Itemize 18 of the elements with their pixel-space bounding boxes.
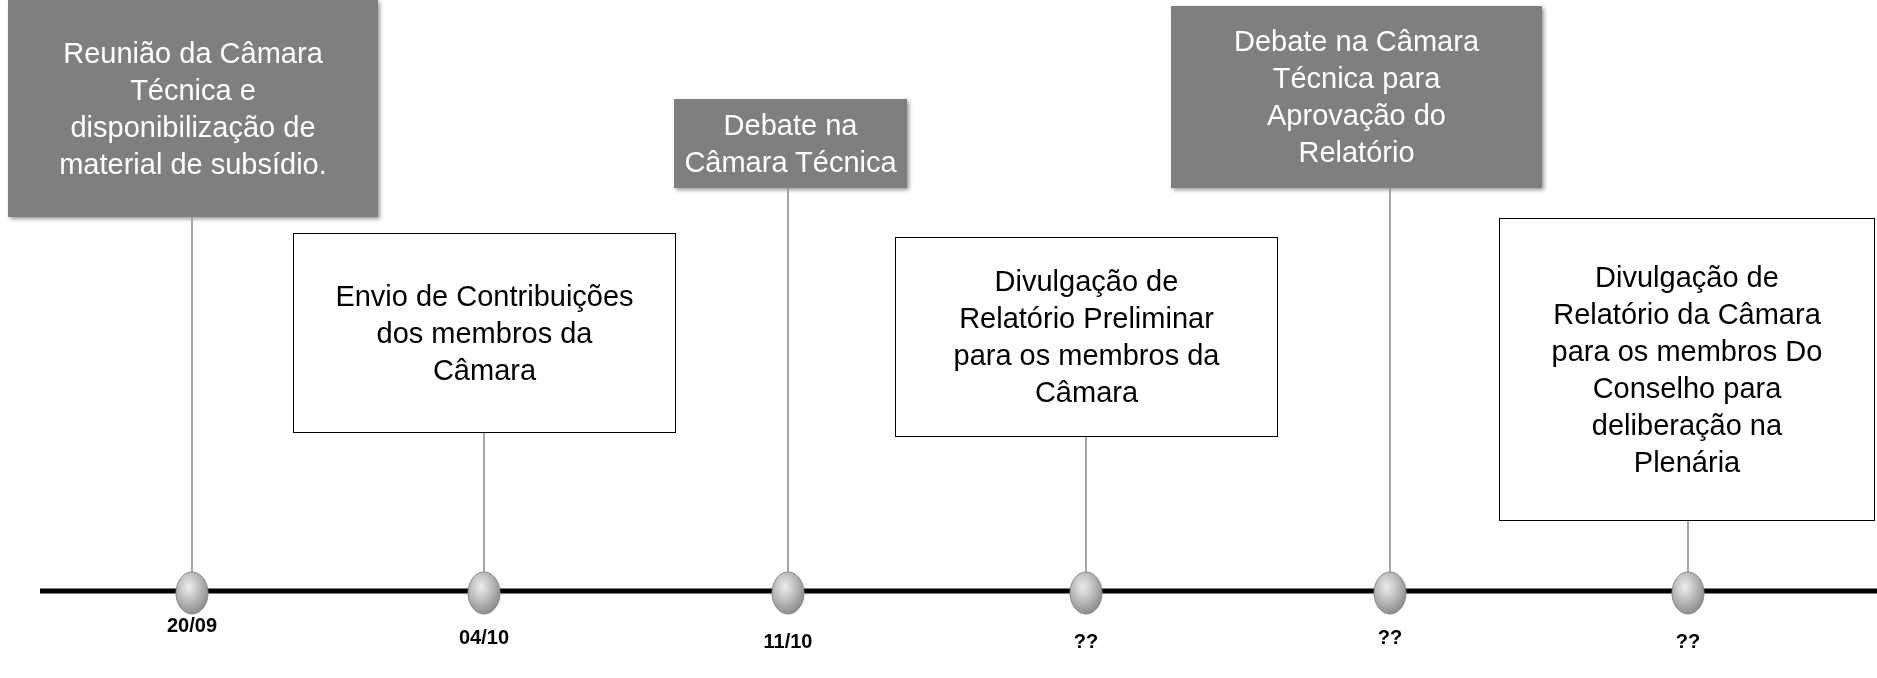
leader-line [1687, 520, 1689, 573]
leader-line [787, 187, 789, 573]
date-label: 04/10 [458, 626, 510, 649]
leader-line [1389, 187, 1391, 573]
date-label: 11/10 [763, 630, 813, 653]
leader-line [483, 432, 485, 573]
leader-line [191, 216, 193, 573]
event-box: Debate na Câmara Técnica para Aprovação do Relatório [1171, 6, 1542, 188]
event-box: Divulgação de Relatório Preliminar para os membros da Câmara [895, 237, 1278, 437]
leader-line [1085, 436, 1087, 573]
event-box: Envio de Contribuições dos membros da Câmara [293, 233, 676, 433]
event-box: Divulgação de Relatório da Câmara para os membros Do Conselho para deliberação na Plenária [1499, 218, 1875, 521]
date-label: 20/09 [166, 614, 218, 637]
date-label: ?? [1073, 630, 1099, 653]
date-label: ?? [1675, 630, 1701, 653]
date-label: ?? [1377, 626, 1403, 649]
event-box: Debate na Câmara Técnica [674, 99, 907, 188]
event-box: Reunião da Câmara Técnica e disponibilização de material de subsídio. [8, 0, 378, 217]
